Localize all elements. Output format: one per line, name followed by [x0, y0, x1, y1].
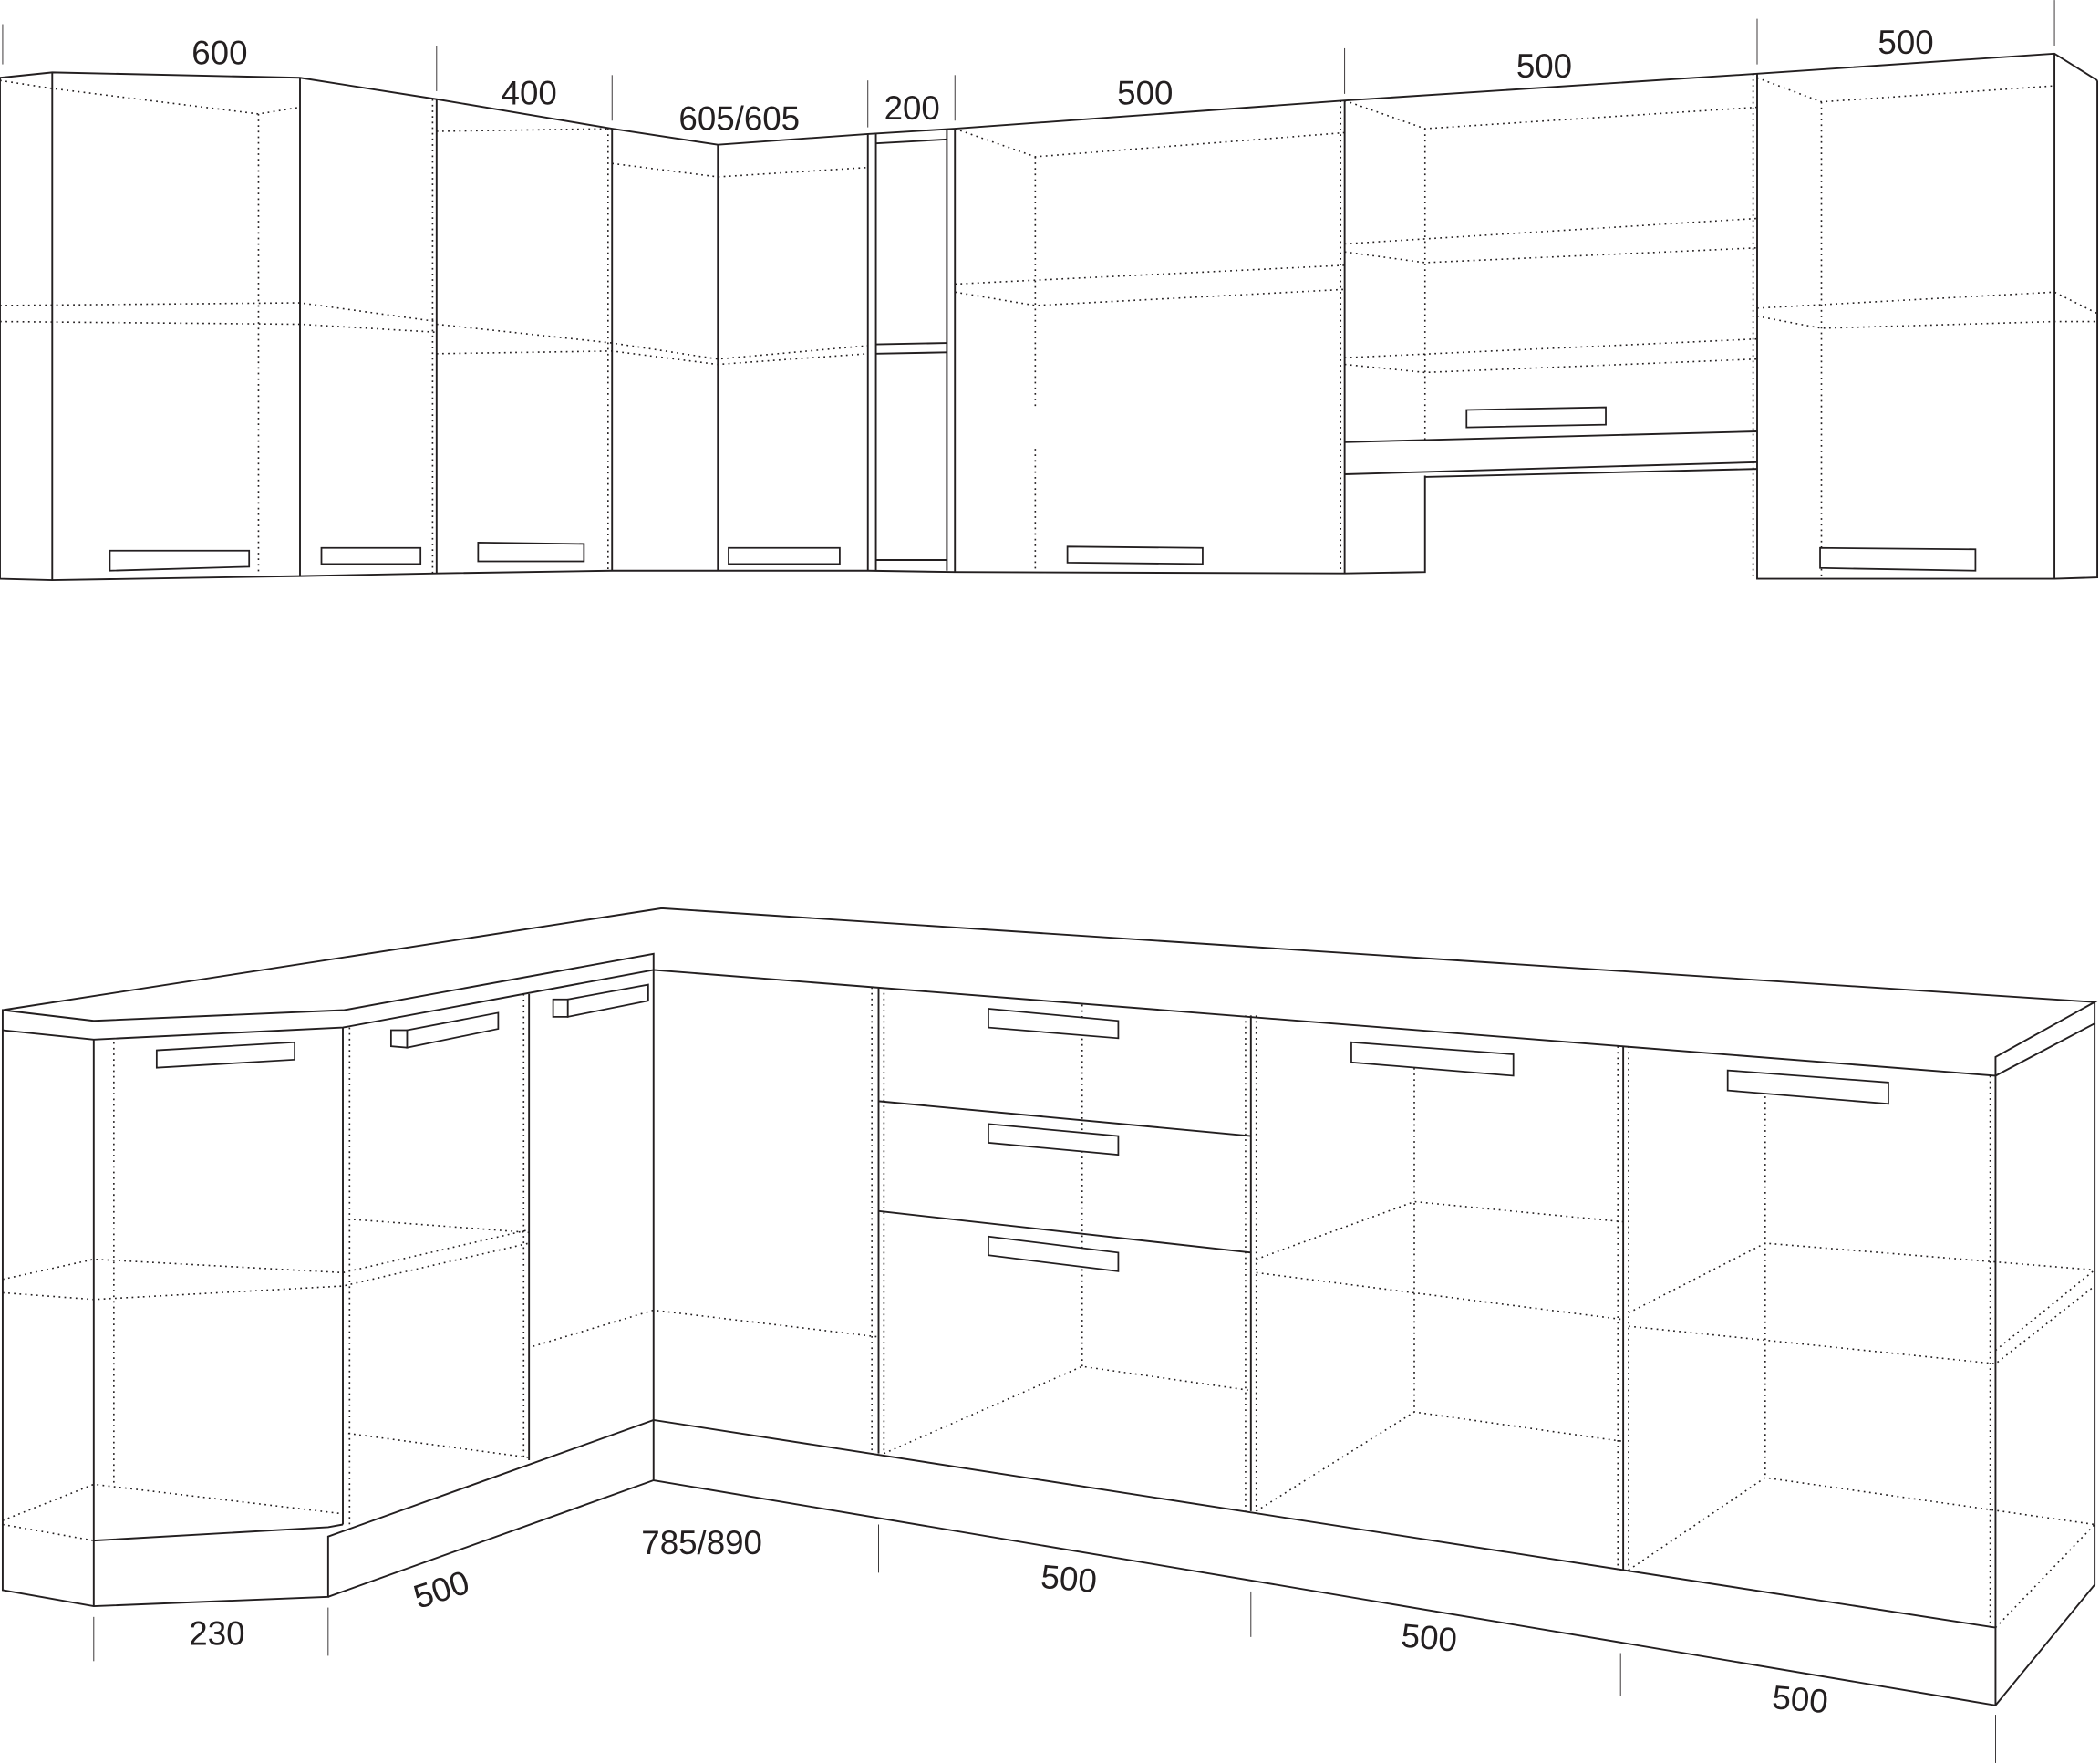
door-handle	[1066, 545, 1204, 565]
drawer-handle	[988, 1008, 1120, 1040]
door-handle	[477, 542, 585, 563]
door-handle	[155, 1041, 296, 1069]
drawer-handle	[988, 1123, 1120, 1156]
dimension-label: 200	[884, 89, 940, 127]
door-handle	[1726, 1069, 1889, 1105]
door-handle	[1465, 406, 1607, 429]
dimension-label: 500	[1771, 1678, 1830, 1720]
dimension-label: 500	[1040, 1558, 1099, 1600]
door-handle	[1819, 546, 1977, 572]
door-handle	[566, 983, 649, 1018]
lower-cabinets: 230 500 785/890 500 500 500	[1, 907, 2098, 1763]
door-handle	[109, 549, 251, 572]
dimension-label: 605/605	[678, 100, 800, 138]
upper-cabinets: 600 400 605/605 200 500 500 500	[0, 0, 2099, 581]
dimension-label: 400	[502, 75, 557, 112]
dimension-label: 500	[1516, 47, 1572, 85]
door-handle	[552, 998, 569, 1018]
door-handle	[389, 1029, 409, 1049]
dimension-label: 500	[409, 1563, 474, 1616]
door-handle	[320, 546, 422, 565]
dimension-label: 500	[1878, 24, 1933, 61]
door-handle	[728, 546, 841, 565]
door-handle	[1350, 1041, 1515, 1077]
dimension-label: 500	[1400, 1617, 1459, 1659]
dimension-label: 500	[1117, 75, 1173, 112]
drawer-handle	[988, 1235, 1120, 1272]
dimension-label: 600	[191, 35, 247, 72]
door-handle	[406, 1011, 500, 1049]
dimension-label: 230	[189, 1615, 244, 1653]
dimension-label: 785/890	[641, 1524, 762, 1561]
